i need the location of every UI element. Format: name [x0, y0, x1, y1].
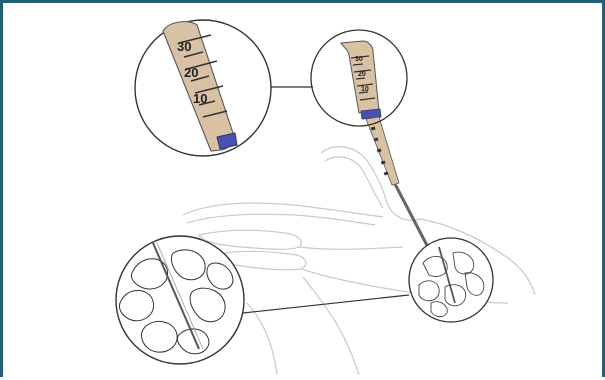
magnified-label-30: 30 [177, 39, 191, 54]
magnified-label-10: 10 [193, 91, 207, 106]
insertion-circle [409, 238, 493, 322]
probe-label-10: 10 [361, 86, 369, 93]
connector-line-bottom [243, 295, 409, 313]
magnified-tissue [116, 236, 244, 364]
magnified-label-20: 20 [184, 65, 198, 80]
probe-label-30: 30 [355, 56, 363, 63]
insertion-site [409, 238, 493, 322]
probe-label-20: 20 [358, 71, 366, 78]
illustration: 30 20 10 30 [3, 3, 605, 380]
magnified-scale: 30 20 10 [135, 20, 271, 156]
